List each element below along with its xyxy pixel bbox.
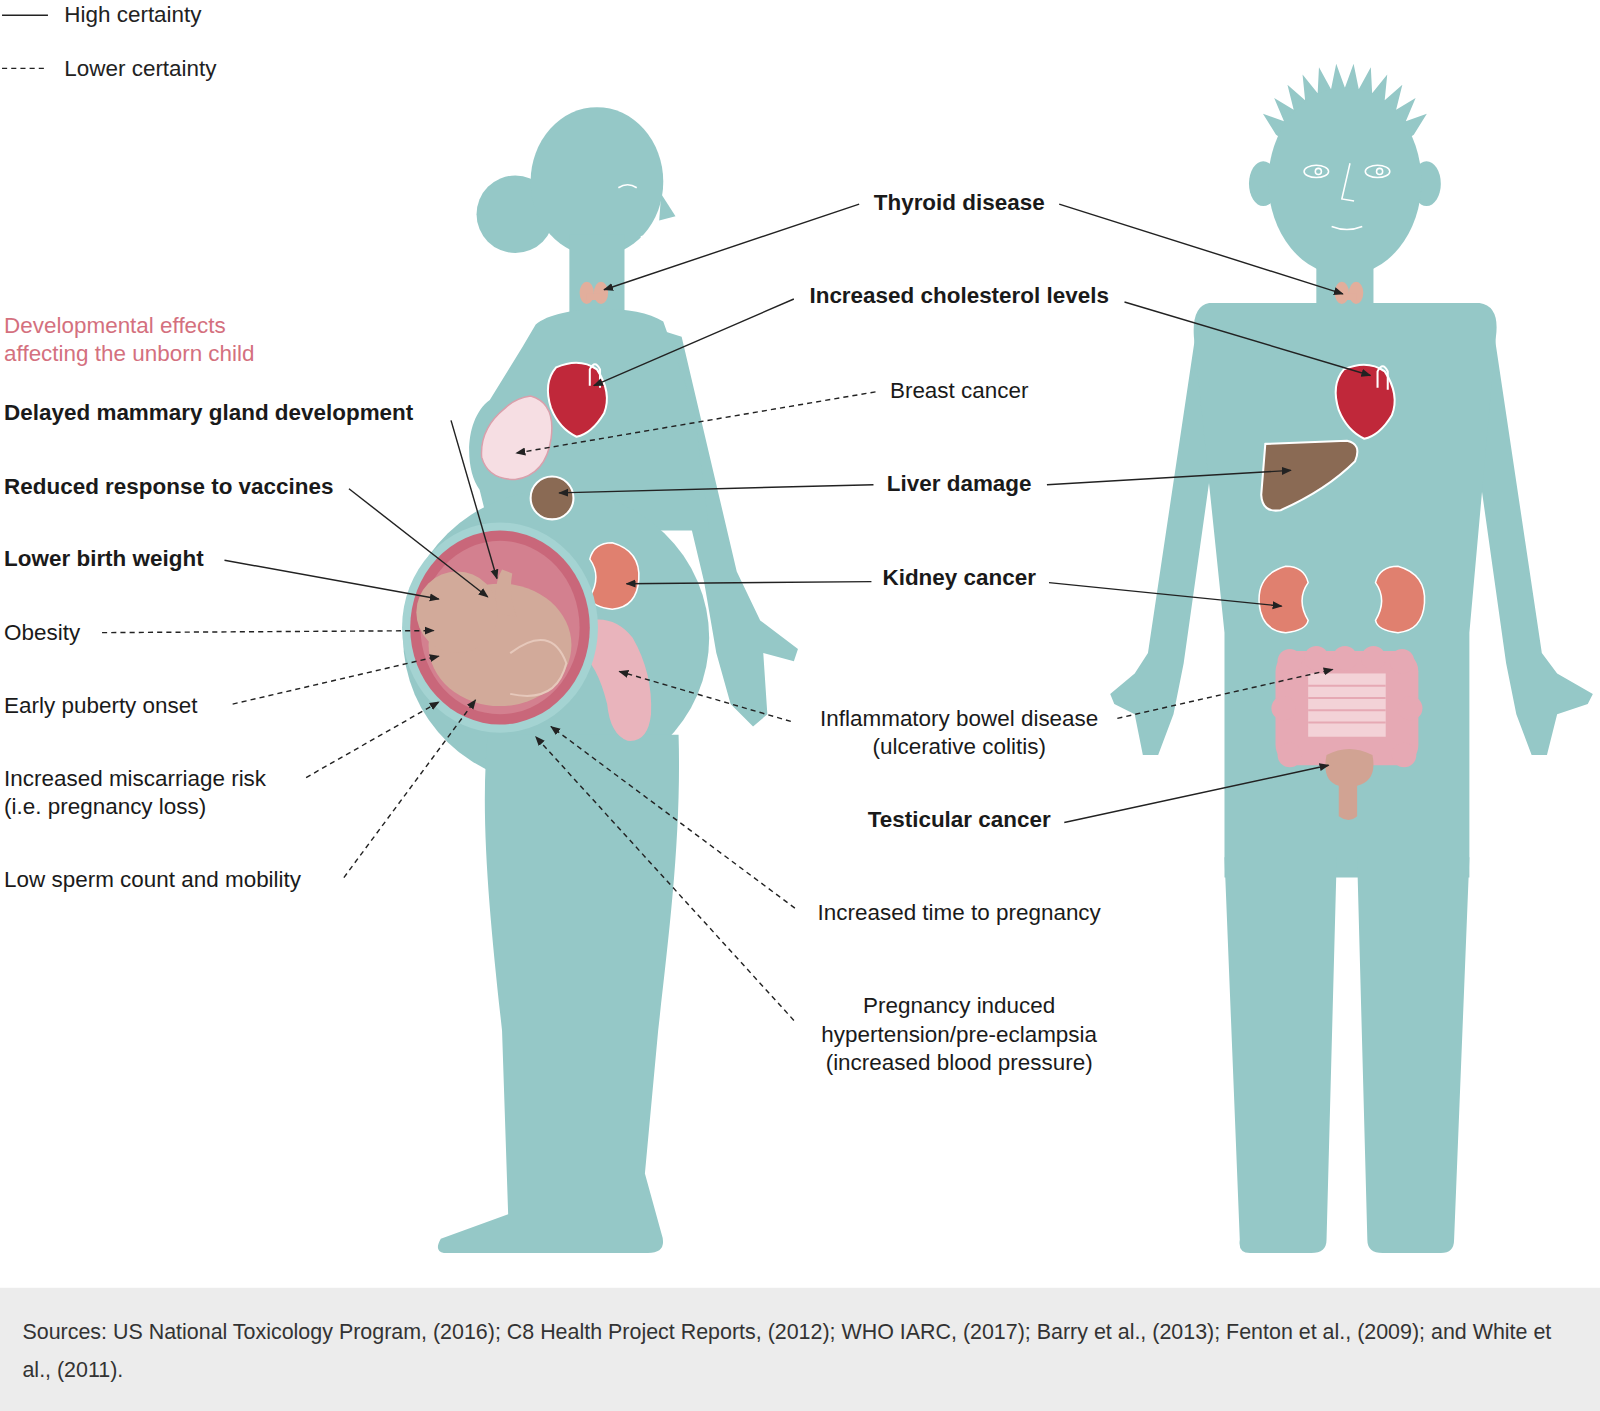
intestine-inner [1308,673,1386,736]
leader-line-dashed [306,702,439,778]
effect-label: Lower birth weight [4,545,204,574]
intestine-bump [1361,646,1385,670]
fetus-head [416,571,498,653]
intestine-fold [1308,685,1386,687]
intestine-fold [1308,697,1386,699]
breast [481,396,551,480]
child-eye [1365,165,1389,177]
effect-label: Increased cholesterol levels [809,282,1108,311]
footer-band [0,1288,1600,1411]
leader-line-dashed [344,700,476,878]
kidney [590,543,639,609]
leader-line [627,582,872,584]
leader-line [594,299,794,386]
intestine-bump [1398,696,1422,720]
intestine-fold [1308,709,1386,711]
heart [548,363,607,437]
effect-label: Kidney cancer [882,563,1035,592]
intestine-bump [1278,649,1302,673]
kidney [1376,566,1425,632]
woman-nose [659,194,675,221]
thyroid-lobe [594,282,608,304]
effect-label: Increased time to pregnancy [818,899,1101,928]
fetus-arm [496,569,517,616]
legend-label: Lower certainty [64,54,216,83]
fetus-leg [510,640,566,696]
child-pupil [1377,168,1383,174]
thyroid [580,282,609,304]
leader-line [1049,583,1282,606]
effect-label: Pregnancy induced hypertension/pre-eclam… [806,992,1112,1078]
effect-label: Breast cancer [890,377,1029,406]
leader-line-dashed [233,656,439,704]
kidney [1259,566,1308,632]
leader-line-dashed [102,631,434,633]
sources-caption: Sources: US National Toxicology Program,… [22,1312,1573,1388]
child-nose [1342,163,1354,201]
legend-line-sample [2,68,48,69]
leader-line-dashed [516,392,875,453]
child-pupil [1315,168,1321,174]
leader-line-dashed [536,737,794,1021]
leader-line [604,204,859,290]
effect-label: Reduced response to vaccines [4,472,333,501]
uterus-ring [402,522,598,732]
effect-label: Inflammatory bowel disease (ulcerative c… [811,704,1107,761]
liver [531,477,574,520]
intestine-bump [1392,743,1416,767]
woman-legs [438,735,679,1253]
leader-line [224,560,438,599]
intestine-bump [1278,743,1302,767]
liver [1261,441,1357,511]
woman-mouth [641,235,655,237]
intestine-bump [1271,696,1295,720]
leader-line [451,420,497,578]
legend-line-sample [2,15,48,16]
intestine-bump [1333,646,1357,670]
intestine-fold [1308,721,1386,723]
intestine-bump [1390,649,1414,673]
thyroid-lobe [580,282,594,304]
testicles [1325,749,1373,820]
thyroid-lobe [1349,282,1363,304]
thyroid-bridge [1342,294,1356,300]
woman-head [531,107,664,256]
effect-label: Low sperm count and mobility [4,865,301,894]
effect-label: Increased miscarriage risk (i.e. pregnan… [4,764,285,821]
legend-label: High certainty [64,1,201,30]
uterus [410,531,590,725]
effect-label: Thyroid disease [874,189,1045,218]
child-leg [1357,857,1469,1253]
section-heading: Developmental effects affecting the unbo… [4,311,269,368]
leader-line [1064,765,1328,822]
heart-shape [1336,365,1395,439]
child-head [1268,88,1421,276]
heart-vessel [1378,366,1388,389]
leader-line [1059,204,1343,294]
leader-line [559,485,873,493]
leader-line [1047,470,1291,484]
child-leg [1224,857,1336,1253]
child-eye [1304,165,1328,177]
heart-shape [548,363,607,437]
woman-eye [618,185,636,188]
effect-label: Delayed mammary gland development [4,399,413,428]
leader-line [349,489,488,597]
thyroid-bridge [587,294,601,300]
effect-label: Liver damage [887,469,1032,498]
effect-label: Testicular cancer [868,805,1051,834]
leader-line [1124,302,1370,375]
leader-line-dashed [619,671,790,721]
child-torso [1194,303,1497,877]
child-mouth [1332,227,1363,230]
intestine-bump [1304,646,1328,670]
leader-line-dashed [551,727,795,909]
leader-line-dashed [1117,669,1332,718]
heart [1336,365,1395,439]
effect-label: Obesity [4,618,80,647]
effect-label: Early puberty onset [4,692,197,721]
